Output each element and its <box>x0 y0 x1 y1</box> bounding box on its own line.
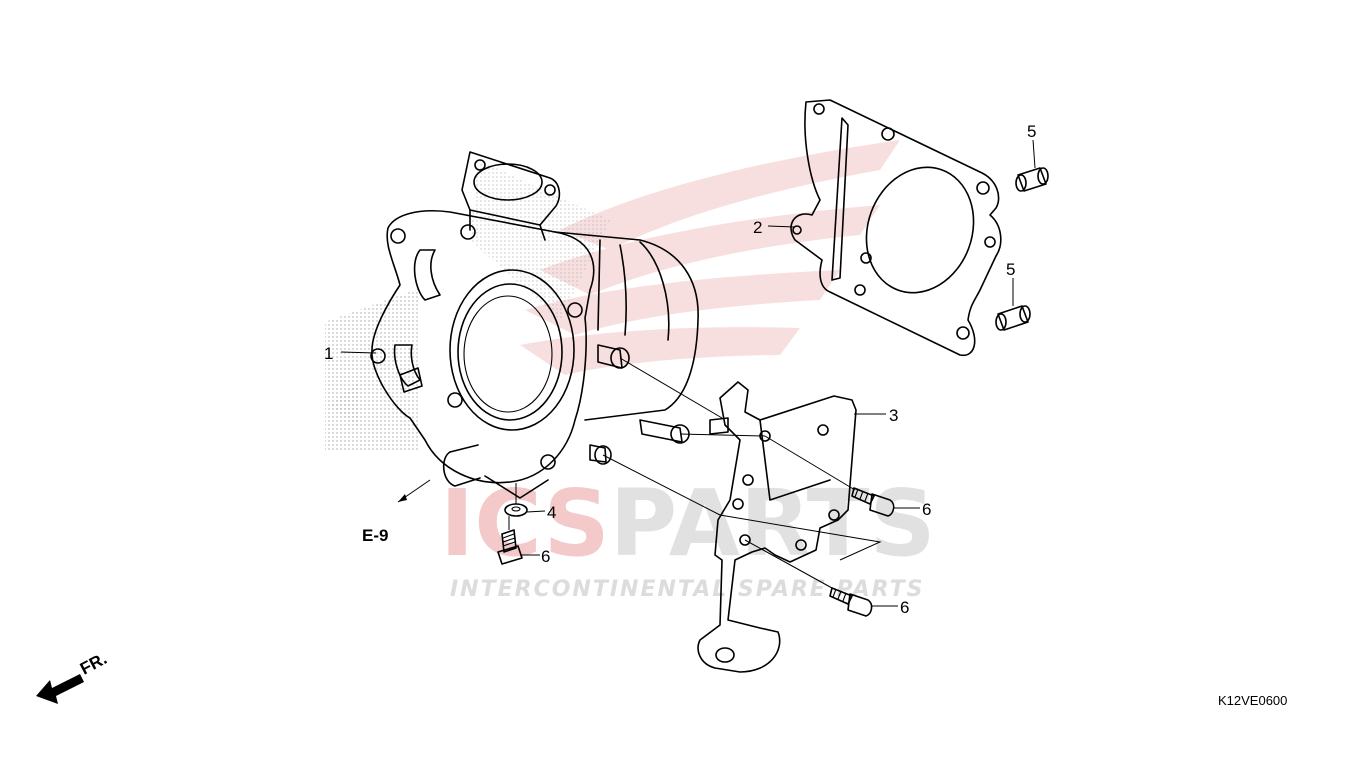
cylinder <box>370 151 699 499</box>
callout-1: 1 <box>324 344 333 363</box>
dowel-pin-lower <box>995 305 1031 331</box>
callout-leaders <box>340 139 1036 607</box>
callout-4: 4 <box>547 503 556 522</box>
callout-5-upper: 5 <box>1027 122 1036 141</box>
reference-e9-label: E-9 <box>362 526 388 545</box>
assembly-guides <box>397 357 882 589</box>
callout-2: 2 <box>753 218 762 237</box>
watermark-wing-logo <box>520 140 900 375</box>
bolt-right-lower <box>829 587 873 617</box>
bolt-lower-left <box>497 529 523 565</box>
bracket <box>697 381 857 673</box>
watermark-brand-red: ICS <box>440 470 610 577</box>
callout-6-right-lower: 6 <box>900 598 909 617</box>
callout-5-lower: 5 <box>1006 260 1015 279</box>
front-direction-indicator: FR. <box>36 649 110 704</box>
callout-6-right-upper: 6 <box>922 500 931 519</box>
bolt-right-upper <box>851 487 895 517</box>
callout-6-left: 6 <box>541 547 550 566</box>
callout-labels: 1 2 3 4 5 5 6 6 6 <box>324 122 1036 617</box>
diagram-code: K12VE0600 <box>1218 693 1287 708</box>
dowel-pin-upper <box>1015 167 1049 192</box>
watermark-tagline: INTERCONTINENTAL SPARE PARTS <box>450 577 924 602</box>
callout-3: 3 <box>889 406 898 425</box>
cylinder-gasket <box>790 99 1002 356</box>
front-arrow-icon <box>36 674 84 704</box>
front-direction-label: FR. <box>77 649 110 679</box>
